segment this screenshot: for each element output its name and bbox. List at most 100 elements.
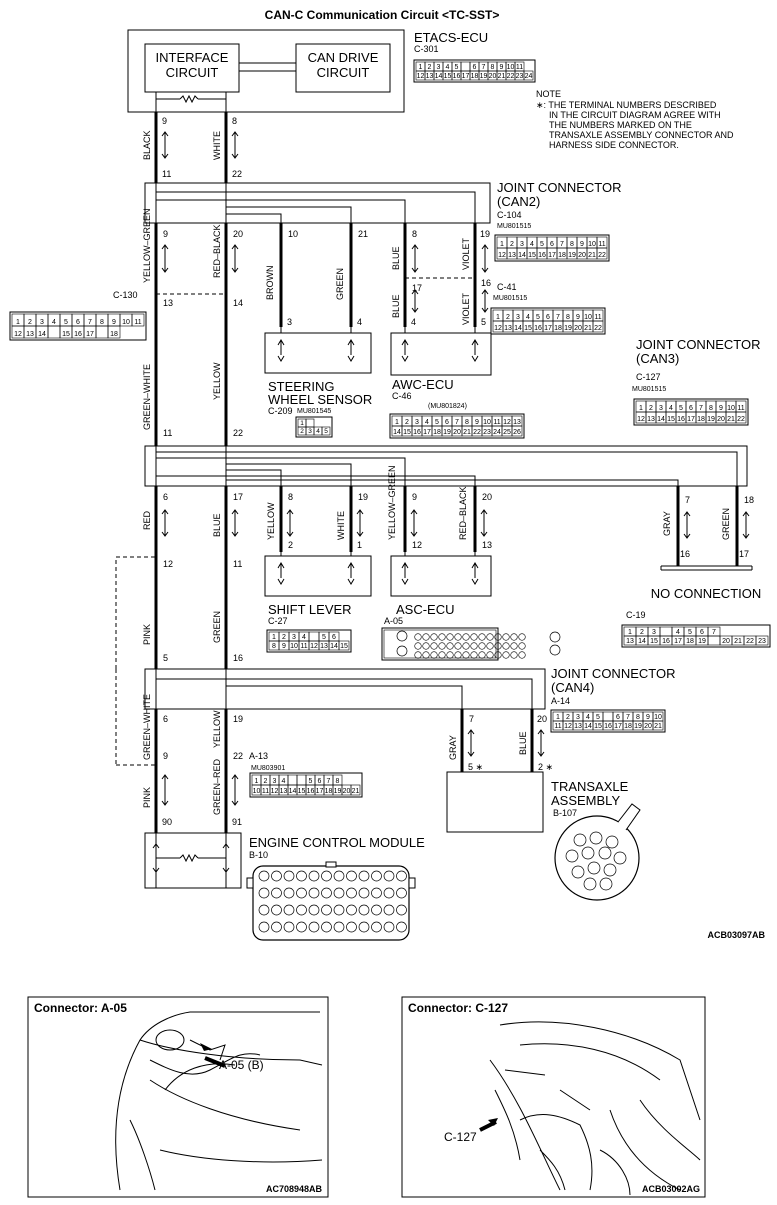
svg-text:10: 10 bbox=[253, 788, 261, 795]
svg-text:17: 17 bbox=[674, 638, 682, 645]
svg-text:3: 3 bbox=[308, 428, 312, 435]
pin-7: 7 bbox=[685, 495, 690, 505]
svg-text:22: 22 bbox=[598, 252, 606, 259]
svg-text:16: 16 bbox=[413, 429, 421, 436]
svg-text:5: 5 bbox=[324, 428, 328, 435]
pin-5: 5 bbox=[481, 317, 486, 327]
arrow-icon bbox=[742, 511, 750, 539]
wire-label-yellow: YELLOW bbox=[266, 502, 276, 540]
pin-16: 16 bbox=[481, 278, 491, 288]
arrow-icon bbox=[480, 509, 488, 537]
arrow-icon bbox=[231, 131, 239, 159]
svg-text:2: 2 bbox=[264, 778, 268, 785]
wire-label-yellow-green: YELLOW–GREEN bbox=[142, 208, 152, 283]
photo-c127-title: Connector: C-127 bbox=[408, 1001, 508, 1015]
transaxle-label-2: ASSEMBLY bbox=[551, 793, 620, 808]
transaxle-box bbox=[446, 771, 544, 833]
vehicle-dashboard-icon bbox=[479, 1021, 701, 1196]
svg-text:13: 13 bbox=[426, 73, 434, 80]
svg-text:3: 3 bbox=[292, 634, 296, 641]
arrow-icon bbox=[481, 289, 489, 313]
svg-text:4: 4 bbox=[52, 319, 56, 326]
svg-text:22: 22 bbox=[594, 325, 602, 332]
can2-sub: (CAN2) bbox=[497, 194, 540, 209]
c130-code: C-130 bbox=[113, 290, 138, 300]
svg-text:15: 15 bbox=[298, 788, 306, 795]
terminating-resistor-icon bbox=[179, 853, 199, 863]
svg-text:4: 4 bbox=[530, 241, 534, 248]
a13-part: MU803901 bbox=[251, 765, 285, 772]
svg-text:16: 16 bbox=[538, 252, 546, 259]
pin-21: 21 bbox=[358, 229, 368, 239]
svg-text:6: 6 bbox=[318, 778, 322, 785]
asc-ecu-label: ASC-ECU bbox=[396, 602, 455, 617]
can-drive-label-2: CIRCUIT bbox=[317, 65, 370, 80]
svg-text:21: 21 bbox=[463, 429, 471, 436]
svg-text:12: 12 bbox=[503, 419, 511, 426]
svg-text:18: 18 bbox=[433, 429, 441, 436]
svg-text:15: 15 bbox=[444, 73, 452, 80]
svg-text:15: 15 bbox=[403, 429, 411, 436]
pin-19: 19 bbox=[233, 714, 243, 724]
svg-text:11: 11 bbox=[300, 643, 307, 650]
terminating-resistor-icon bbox=[179, 94, 199, 104]
svg-text:17: 17 bbox=[316, 788, 324, 795]
svg-text:11: 11 bbox=[737, 405, 744, 412]
svg-text:4: 4 bbox=[526, 314, 530, 321]
svg-text:14: 14 bbox=[584, 723, 592, 730]
svg-text:1: 1 bbox=[419, 64, 423, 71]
steering-code: C-209 bbox=[268, 406, 293, 416]
svg-text:7: 7 bbox=[455, 419, 459, 426]
wire-label-violet: VIOLET bbox=[461, 237, 471, 270]
svg-text:11: 11 bbox=[554, 723, 561, 730]
pin-1: 1 bbox=[357, 540, 362, 550]
can3-label: JOINT CONNECTOR bbox=[636, 337, 760, 352]
svg-text:10: 10 bbox=[290, 643, 298, 650]
svg-text:1: 1 bbox=[628, 629, 632, 636]
wire-label-red-black: RED–BLACK bbox=[458, 486, 468, 540]
terminal-icon bbox=[471, 339, 479, 362]
pin-22: 22 bbox=[233, 428, 243, 438]
svg-text:21: 21 bbox=[734, 638, 742, 645]
steering-label-1: STEERING bbox=[268, 379, 334, 394]
svg-text:5: 5 bbox=[64, 319, 68, 326]
svg-text:7: 7 bbox=[560, 241, 564, 248]
svg-text:18: 18 bbox=[325, 788, 333, 795]
svg-text:4: 4 bbox=[586, 714, 590, 721]
pin-17: 17 bbox=[412, 283, 422, 293]
svg-text:4: 4 bbox=[446, 64, 450, 71]
svg-text:10: 10 bbox=[122, 319, 130, 326]
svg-text:5: 5 bbox=[435, 419, 439, 426]
svg-text:18: 18 bbox=[697, 416, 705, 423]
arrow-icon bbox=[231, 509, 239, 537]
wire-label-green-white: GREEN–WHITE bbox=[142, 694, 152, 760]
svg-text:3: 3 bbox=[520, 241, 524, 248]
svg-text:20: 20 bbox=[453, 429, 461, 436]
svg-text:8: 8 bbox=[636, 714, 640, 721]
note-line-5: HARNESS SIDE CONNECTOR. bbox=[549, 140, 679, 150]
arrow-icon bbox=[411, 289, 419, 313]
svg-text:15: 15 bbox=[340, 643, 348, 650]
svg-text:3: 3 bbox=[576, 714, 580, 721]
steering-sensor-box bbox=[264, 332, 372, 374]
arrow-icon bbox=[161, 244, 169, 273]
pin-91: 91 bbox=[232, 817, 242, 827]
a13-code: A-13 bbox=[249, 751, 268, 761]
svg-text:2: 2 bbox=[405, 419, 409, 426]
svg-text:16: 16 bbox=[604, 723, 612, 730]
photo-c127-ref: ACB03002AG bbox=[642, 1184, 700, 1194]
c19-code: C-19 bbox=[626, 610, 646, 620]
svg-text:15: 15 bbox=[62, 331, 70, 338]
svg-text:1: 1 bbox=[272, 634, 276, 641]
arrow-icon bbox=[231, 244, 239, 273]
svg-text:3: 3 bbox=[415, 419, 419, 426]
svg-text:13: 13 bbox=[508, 252, 516, 259]
svg-text:18: 18 bbox=[558, 252, 566, 259]
svg-text:22: 22 bbox=[746, 638, 754, 645]
can4-code: A-14 bbox=[551, 696, 570, 706]
terminal-icon bbox=[277, 562, 285, 585]
svg-text:16: 16 bbox=[307, 788, 315, 795]
pin-7: 7 bbox=[469, 714, 474, 724]
